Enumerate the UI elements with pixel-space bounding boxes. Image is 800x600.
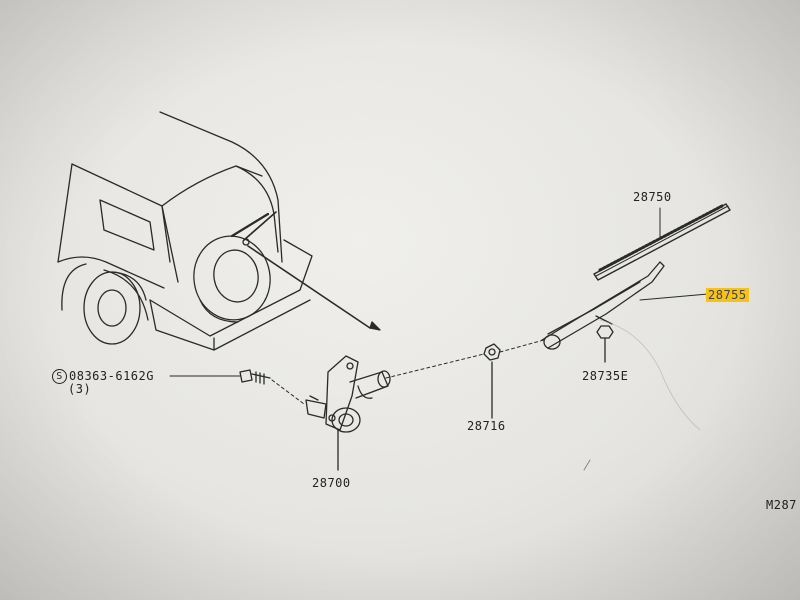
wiper-motor-illustration xyxy=(305,355,391,471)
part-label-arm-highlighted: 28755 xyxy=(706,288,749,302)
cap-nut-illustration xyxy=(596,325,614,363)
bolt-prefix-symbol: S xyxy=(52,369,67,384)
assembly-lines xyxy=(271,339,545,405)
bolt-number: 08363-6162G xyxy=(69,369,154,383)
leader-lines xyxy=(169,207,709,377)
vehicle-rear-illustration xyxy=(57,111,381,351)
bolt-quantity: (3) xyxy=(68,382,92,396)
wiper-blade-illustration xyxy=(593,203,731,281)
part-label-blade: 28750 xyxy=(633,190,672,204)
part-label-motor: 28700 xyxy=(312,476,351,490)
bolt-illustration xyxy=(239,369,271,385)
wiper-arm-illustration xyxy=(541,261,665,350)
part-label-pivot-nut: 28716 xyxy=(467,419,506,433)
pivot-nut-illustration xyxy=(483,343,501,419)
page-code: M287 xyxy=(766,498,797,512)
part-label-cap-nut: 28735E xyxy=(582,369,629,383)
